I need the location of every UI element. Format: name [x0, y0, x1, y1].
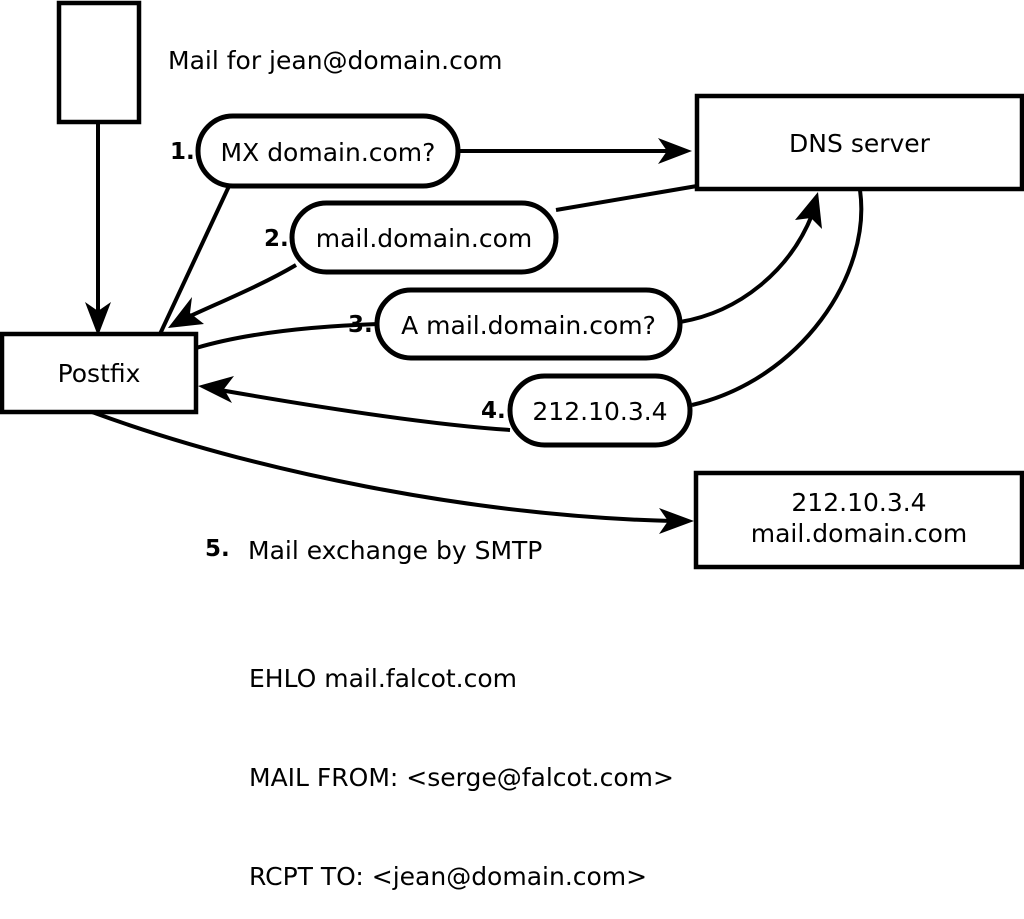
mail-for-note: Mail for jean@domain.com — [168, 46, 503, 75]
step-3-label: A mail.domain.com? — [401, 311, 656, 340]
smtp-transcript: EHLO mail.falcot.com MAIL FROM: <serge@f… — [249, 596, 674, 919]
mail-server-label-line2: mail.domain.com — [750, 519, 968, 548]
dns-server-label: DNS server — [789, 129, 930, 158]
edge-dns-to-step2 — [555, 184, 698, 212]
edge-postfix-to-mailserver — [91, 410, 694, 534]
step-5-number: 5. — [205, 536, 230, 562]
edge-step1-to-dns — [458, 138, 692, 164]
edge-sender-to-postfix — [85, 122, 111, 336]
step-4-label: 212.10.3.4 — [532, 397, 668, 426]
sender-box — [56, 0, 142, 125]
step3-bubble — [374, 287, 683, 361]
edge-dns-to-step4 — [691, 189, 864, 407]
postfix-label: Postfix — [57, 359, 141, 388]
smtp-line: MAIL FROM: <serge@falcot.com> — [249, 763, 674, 792]
dns-server-box — [694, 93, 1024, 192]
step-3-number: 3. — [348, 312, 373, 338]
mail-server-label-line1: 212.10.3.4 — [791, 488, 927, 517]
step-2-number: 2. — [264, 226, 289, 252]
smtp-line: EHLO mail.falcot.com — [249, 664, 518, 693]
step4-bubble — [507, 373, 693, 448]
postfix-box — [0, 331, 199, 415]
mail-server-box — [693, 470, 1024, 570]
step-1-label: MX domain.com? — [220, 138, 436, 167]
edge-postfix-to-step3 — [195, 322, 379, 350]
step-1-number: 1. — [170, 139, 195, 165]
edge-step3-to-dns — [679, 192, 822, 324]
edge-step2-to-postfix — [168, 263, 298, 328]
step2-bubble — [289, 200, 559, 275]
step-2-label: mail.domain.com — [315, 224, 533, 253]
step-4-number: 4. — [481, 398, 506, 424]
step1-bubble — [195, 113, 461, 189]
step-5-label: Mail exchange by SMTP — [248, 536, 543, 565]
smtp-line: RCPT TO: <jean@domain.com> — [249, 862, 648, 891]
edge-postfix-to-step1 — [158, 183, 232, 335]
edge-step4-to-postfix — [198, 376, 511, 432]
